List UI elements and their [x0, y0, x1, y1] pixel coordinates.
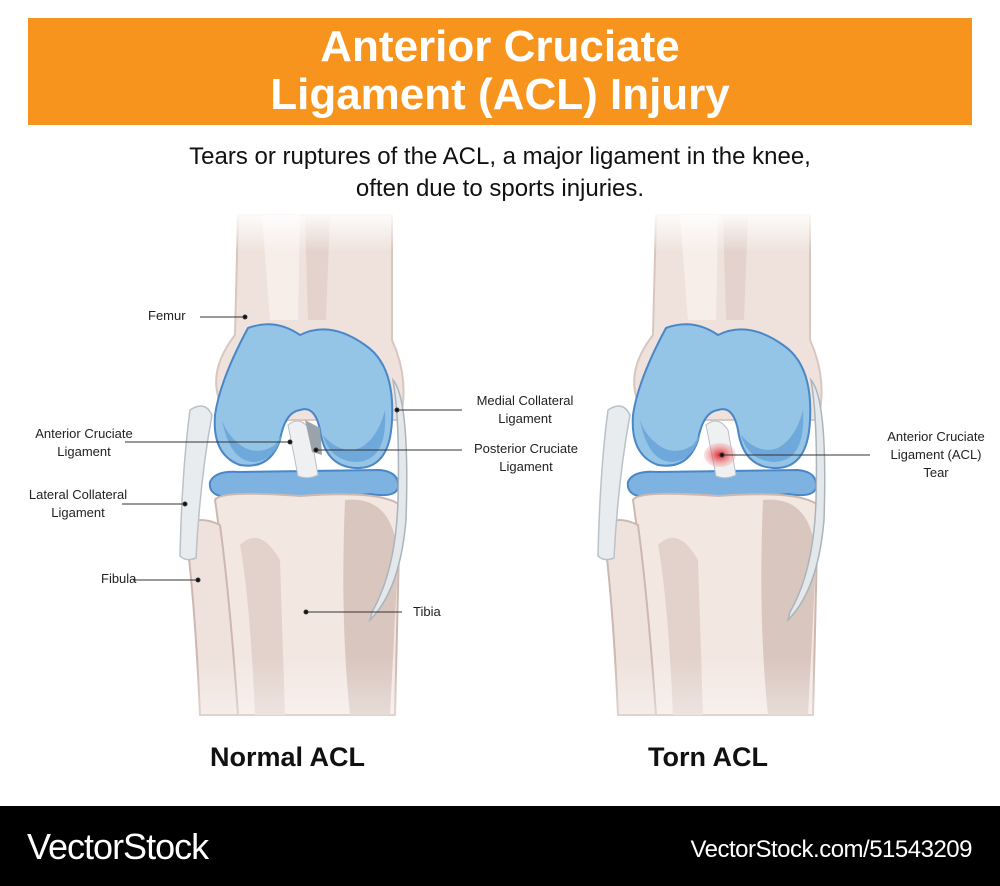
- label-fibula: Fibula: [101, 571, 137, 586]
- title-line-2: Ligament (ACL) Injury: [270, 70, 730, 119]
- label-acl-tear: Anterior Cruciate Ligament (ACL) Tear: [876, 428, 996, 482]
- pcl-normal: [305, 420, 322, 455]
- label-lcl-line1: Lateral Collateral: [28, 487, 128, 502]
- label-pcl-line2: Ligament: [499, 459, 553, 474]
- label-mcl: Medial Collateral Ligament: [470, 392, 580, 428]
- label-acl-line2: Ligament: [57, 444, 111, 459]
- label-mcl-line2: Ligament: [498, 411, 552, 426]
- torn-knee-illustration: [417, 209, 1000, 806]
- subtitle-line-2: often due to sports injuries.: [355, 175, 645, 202]
- leader-lines: [122, 314, 870, 615]
- label-acl: Anterior Cruciate Ligament: [26, 425, 142, 461]
- knee-illustrations: [0, 209, 1000, 806]
- title-banner: Anterior Cruciate Ligament (ACL) Injury: [28, 18, 972, 125]
- label-tear-line1: Anterior Cruciate: [887, 429, 985, 444]
- label-lcl-line2: Ligament: [51, 505, 105, 520]
- caption-torn-acl: Torn ACL: [648, 742, 768, 772]
- subtitle-line-1: Tears or ruptures of the ACL, a major li…: [189, 143, 811, 170]
- label-tibia: Tibia: [413, 604, 441, 619]
- label-lcl: Lateral Collateral Ligament: [22, 486, 134, 522]
- title-line-1: Anterior Cruciate: [320, 22, 680, 71]
- label-acl-line1: Anterior Cruciate: [35, 426, 133, 441]
- label-femur: Femur: [148, 308, 186, 323]
- label-tear-line2: Ligament (ACL): [890, 447, 982, 462]
- label-pcl-line1: Posterior Cruciate: [473, 441, 579, 456]
- label-mcl-line1: Medial Collateral: [476, 393, 574, 408]
- label-tear-line3: Tear: [923, 465, 949, 480]
- caption-normal-acl: Normal ACL: [210, 742, 366, 772]
- footer-bar: VectorStock VectorStock.com/51543209: [0, 806, 1000, 886]
- brand-logo: VectorStock: [27, 826, 209, 867]
- label-pcl: Posterior Cruciate Ligament: [468, 440, 584, 476]
- image-url: VectorStock.com/51543209: [690, 836, 972, 863]
- normal-knee-illustration: [0, 209, 1000, 806]
